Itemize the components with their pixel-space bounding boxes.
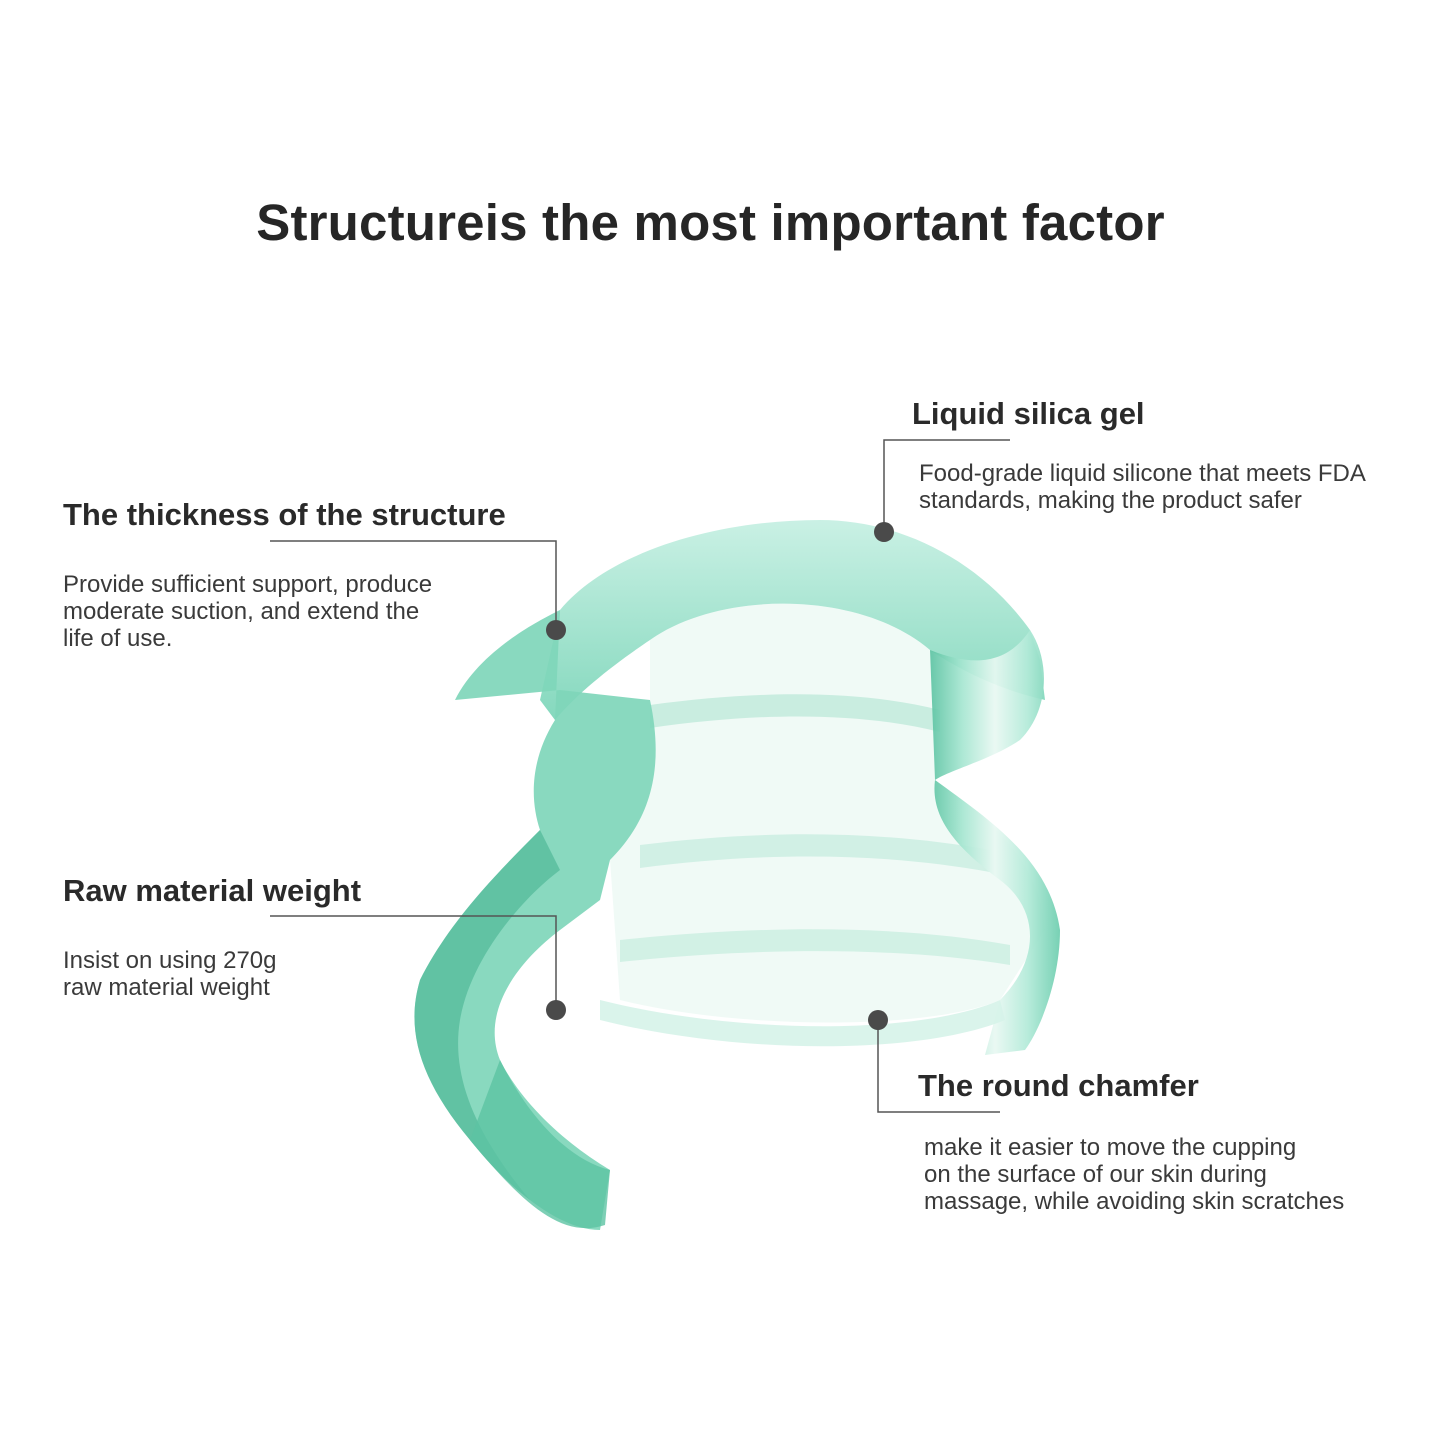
cup-right-wall	[930, 630, 1060, 1055]
marker-dot-round-chamfer	[868, 1010, 888, 1030]
leader-line-round-chamfer	[877, 1021, 1000, 1113]
thickness-description: Provide sufficient support, produce mode…	[63, 571, 433, 652]
cup-left-wall-shade	[414, 830, 560, 1200]
cup-top-rim	[540, 520, 1045, 720]
round-chamfer-title: The round chamfer	[918, 1068, 1199, 1103]
inner-band-low	[620, 929, 1010, 965]
page-title: Structureis the most important factor	[256, 194, 1165, 251]
leader-line-liquid-silica	[883, 439, 1010, 531]
leader-line-raw-material	[270, 915, 557, 1009]
raw-material-title: Raw material weight	[63, 873, 362, 908]
inner-band-mid	[640, 834, 990, 872]
cup-left-wall	[414, 610, 656, 1230]
raw-material-description: Insist on using 270g raw material weight	[63, 947, 277, 1001]
cup-inner-lip	[600, 1000, 1005, 1047]
thickness-title: The thickness of the structure	[63, 497, 506, 532]
liquid-silica-title: Liquid silica gel	[912, 396, 1145, 431]
leader-line-thickness	[270, 540, 557, 629]
round-chamfer-description: make it easier to move the cupping on th…	[924, 1134, 1345, 1215]
marker-dot-raw-material	[546, 1000, 566, 1020]
liquid-silica-description: Food-grade liquid silicone that meets FD…	[919, 460, 1366, 514]
marker-dot-liquid-silica	[874, 522, 894, 542]
inner-band-top	[650, 694, 940, 732]
marker-dot-thickness	[546, 620, 566, 640]
cup-bottom-rim	[470, 1060, 610, 1229]
